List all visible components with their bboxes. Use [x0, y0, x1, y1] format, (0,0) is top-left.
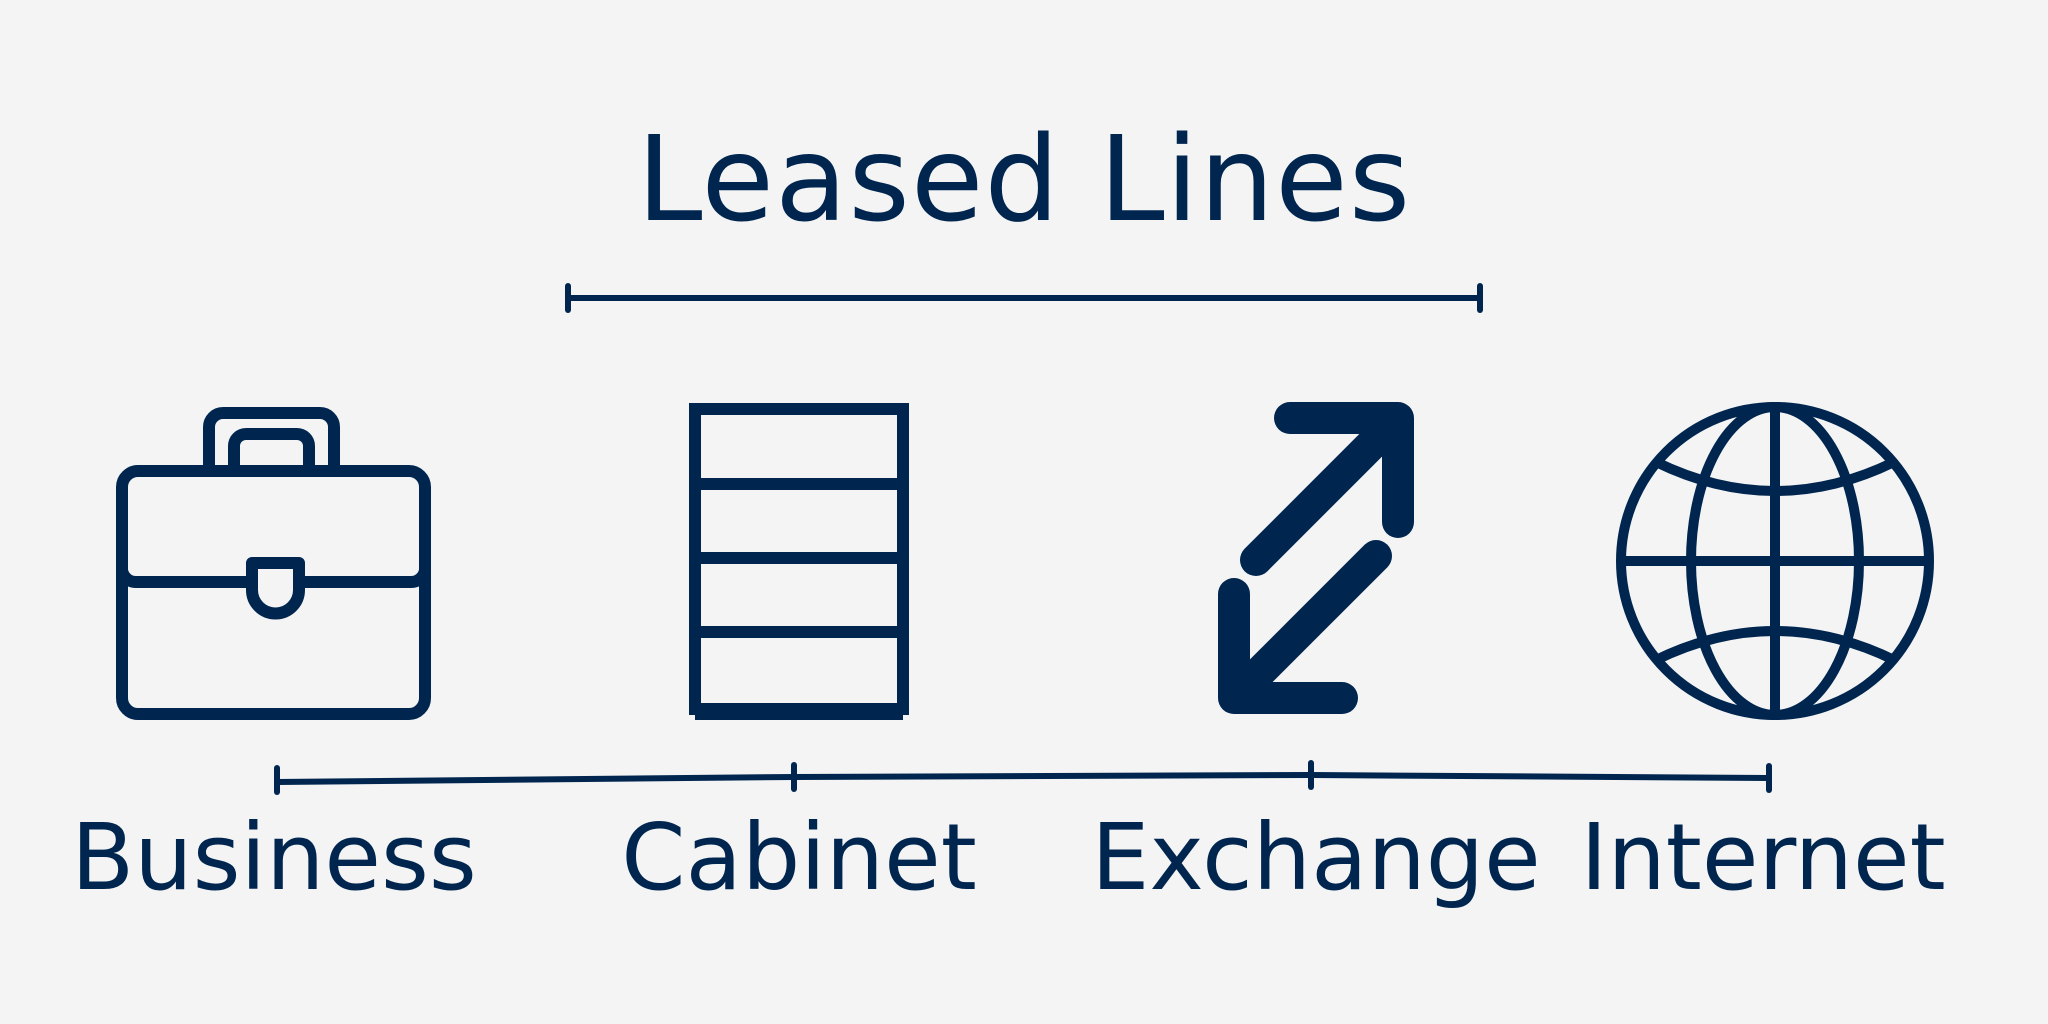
- exchange-arrows-icon: [1218, 402, 1414, 714]
- diagram-title: Leased Lines: [636, 110, 1412, 248]
- node-label-business: Business: [71, 804, 477, 911]
- title-underline-bracket: [565, 283, 1483, 313]
- node-label-exchange: Exchange: [1091, 804, 1541, 911]
- node-label-internet: Internet: [1580, 804, 1946, 911]
- server-cabinet-icon: [689, 403, 909, 720]
- globe-icon: [1616, 402, 1934, 720]
- briefcase-icon: [116, 407, 431, 720]
- node-label-cabinet: Cabinet: [621, 804, 977, 911]
- connection-timeline: [274, 760, 1772, 795]
